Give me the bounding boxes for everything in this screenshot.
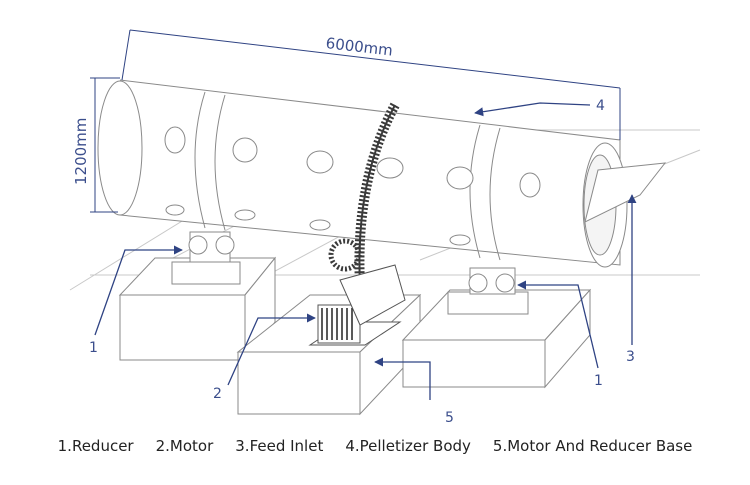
legend-feed-inlet: 3.Feed Inlet — [235, 437, 324, 455]
concrete-bases — [118, 256, 592, 416]
callout-feed-inlet: 3 — [626, 349, 635, 365]
legend: 1.Reducer 2.Motor 3.Feed Inlet 4.Pelleti… — [0, 437, 750, 467]
legend-reducer: 1.Reducer — [57, 437, 134, 455]
reducer-left — [171, 231, 241, 285]
legend-pelletizer-body: 4.Pelletizer Body — [345, 437, 471, 455]
callout-pelletizer-body: 4 — [596, 98, 605, 114]
callout-motor: 2 — [213, 386, 222, 402]
dimension-lines — [90, 29, 621, 213]
drum-holes — [164, 126, 541, 246]
length-dimension: 6000mm — [325, 34, 394, 60]
callout-motor-base: 5 — [445, 410, 454, 426]
legend-motor: 2.Motor — [155, 437, 214, 455]
callout-reducer-left: 1 — [89, 340, 98, 356]
motor — [308, 238, 406, 346]
callout-leaders — [94, 102, 637, 400]
legend-motor-base: 5.Motor And Reducer Base — [492, 437, 693, 455]
diameter-dimension: 1200mm — [72, 118, 90, 185]
callout-reducer-right: 1 — [594, 373, 603, 389]
reducer-right — [447, 267, 529, 315]
